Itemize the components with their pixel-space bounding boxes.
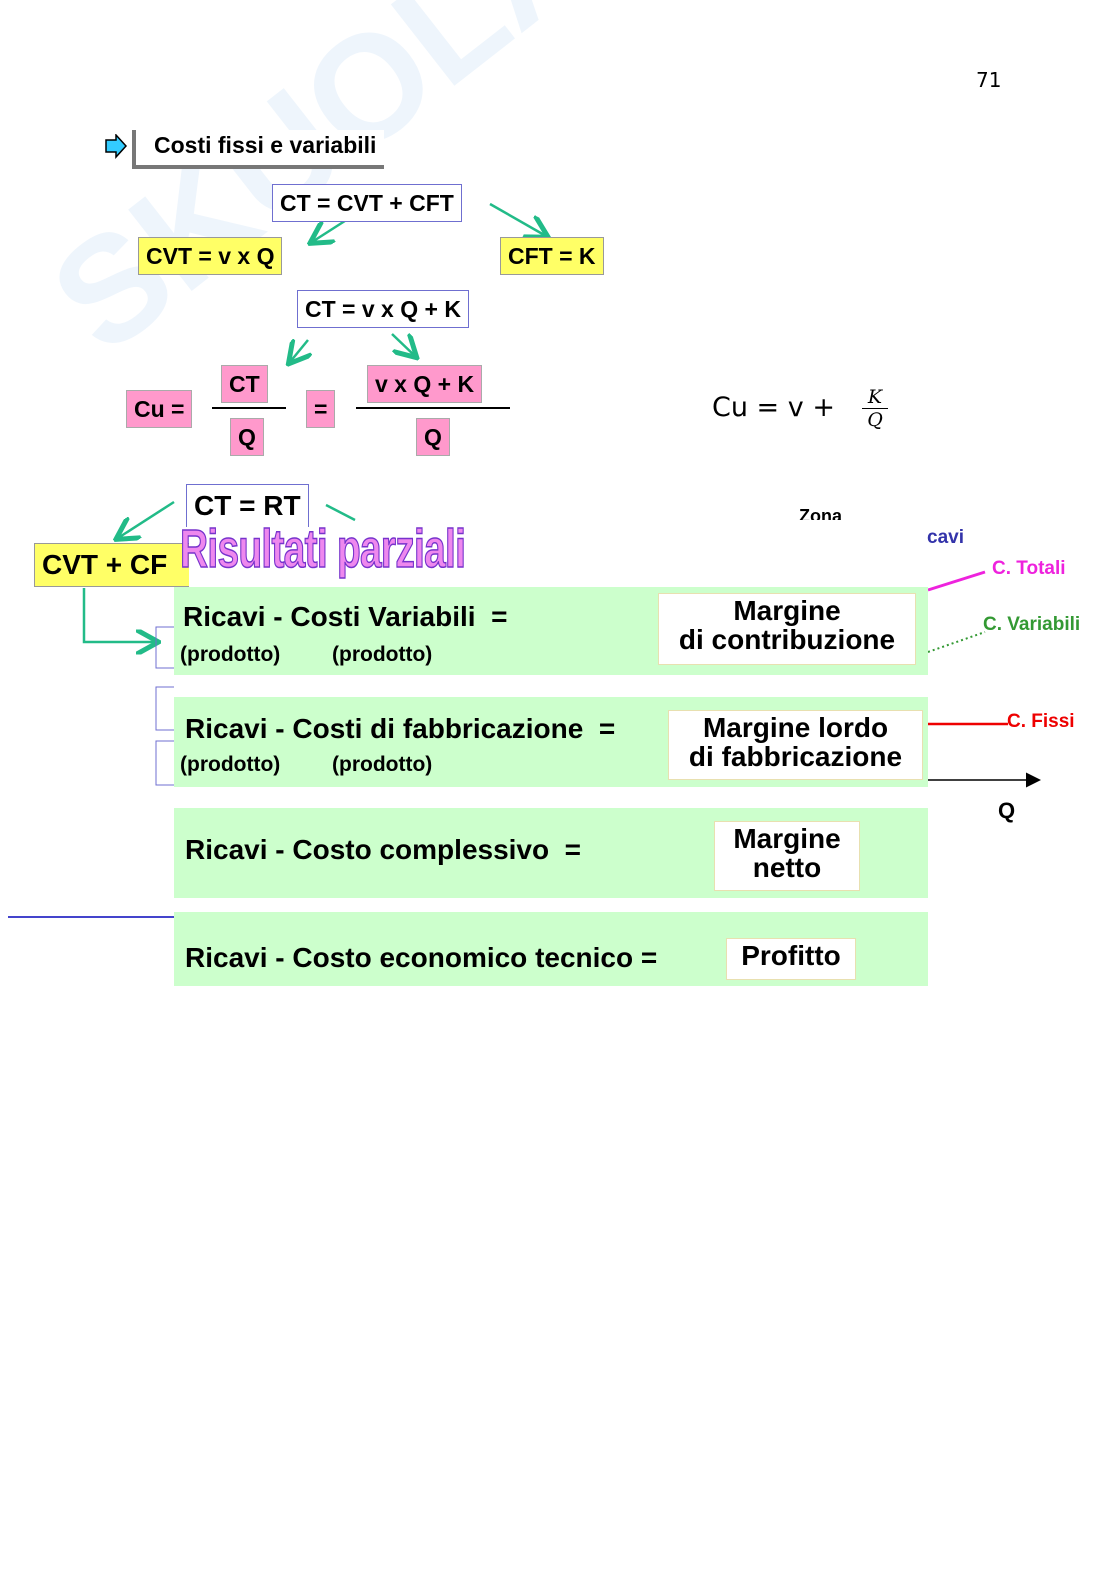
formula-ct-sum: CT = CVT + CFT (272, 184, 462, 222)
result-expression: Ricavi - Costo economico tecnico = (185, 942, 658, 973)
label-costi-totali: C. Totali (992, 558, 1066, 579)
formula-eq: = (306, 390, 336, 428)
formula-ct-full: CT = v x Q + K (297, 290, 469, 328)
result-line: di contribuzione (678, 624, 896, 655)
result-sub-costi: (prodotto) (332, 753, 433, 776)
result-line: Margine lordo (702, 712, 889, 743)
line-costi-variabili (927, 631, 986, 653)
formula-q2: Q (416, 418, 450, 456)
result-margine-contribuzione: Margine di contribuzione (658, 593, 916, 665)
formula-ct-rt: CT = RT (186, 484, 309, 527)
result-expression: Ricavi - Costi Variabili = (183, 601, 508, 632)
results-heading: Risultati parziali (179, 518, 466, 580)
result-line: Margine (733, 595, 841, 626)
formula-cvt: CVT = v x Q (138, 237, 283, 275)
formula-cu-fraction: K Q (862, 386, 888, 431)
formula-cu-label: Cu = (126, 390, 193, 428)
result-expression: Ricavi - Costi di fabbricazione = (185, 713, 616, 744)
formula-num: v x Q + K (367, 365, 483, 403)
axis-q-label: Q (998, 798, 1016, 823)
fraction-denominator: Q (867, 409, 883, 431)
fraction-numerator: K (862, 386, 888, 409)
arrow-bullet-icon (104, 133, 128, 159)
formula-q1: Q (230, 418, 264, 456)
result-line: di fabbricazione (688, 741, 903, 772)
result-sub-ricavi: (prodotto) (180, 753, 281, 776)
label-costi-fissi: C. Fissi (1007, 711, 1075, 732)
result-sub-ricavi: (prodotto) (180, 643, 281, 666)
result-line: Margine (733, 823, 841, 854)
result-expression: Ricavi - Costo complessivo = (185, 834, 582, 865)
line-costi-totali (927, 570, 986, 592)
formula-cu-text: Cu = v + (712, 392, 835, 423)
label-zona: Zona (799, 506, 842, 520)
label-ricavi: cavi (927, 527, 964, 548)
result-sub-costi: (prodotto) (332, 643, 433, 666)
page-number: 71 (976, 68, 1002, 92)
slide-title: Costi fissi e variabili (132, 130, 385, 169)
result-line: Profitto (741, 940, 841, 971)
result-margine-lordo: Margine lordo di fabbricazione (668, 710, 923, 780)
result-margine-netto: Margine netto (714, 821, 860, 891)
formula-ct: CT (221, 365, 268, 403)
result-line: netto (752, 852, 822, 883)
formula-cvt-cf: CVT + CF (34, 543, 189, 587)
formula-cft: CFT = K (500, 237, 604, 275)
label-costi-variabili: C. Variabili (983, 614, 1081, 635)
result-profitto: Profitto (726, 938, 856, 980)
